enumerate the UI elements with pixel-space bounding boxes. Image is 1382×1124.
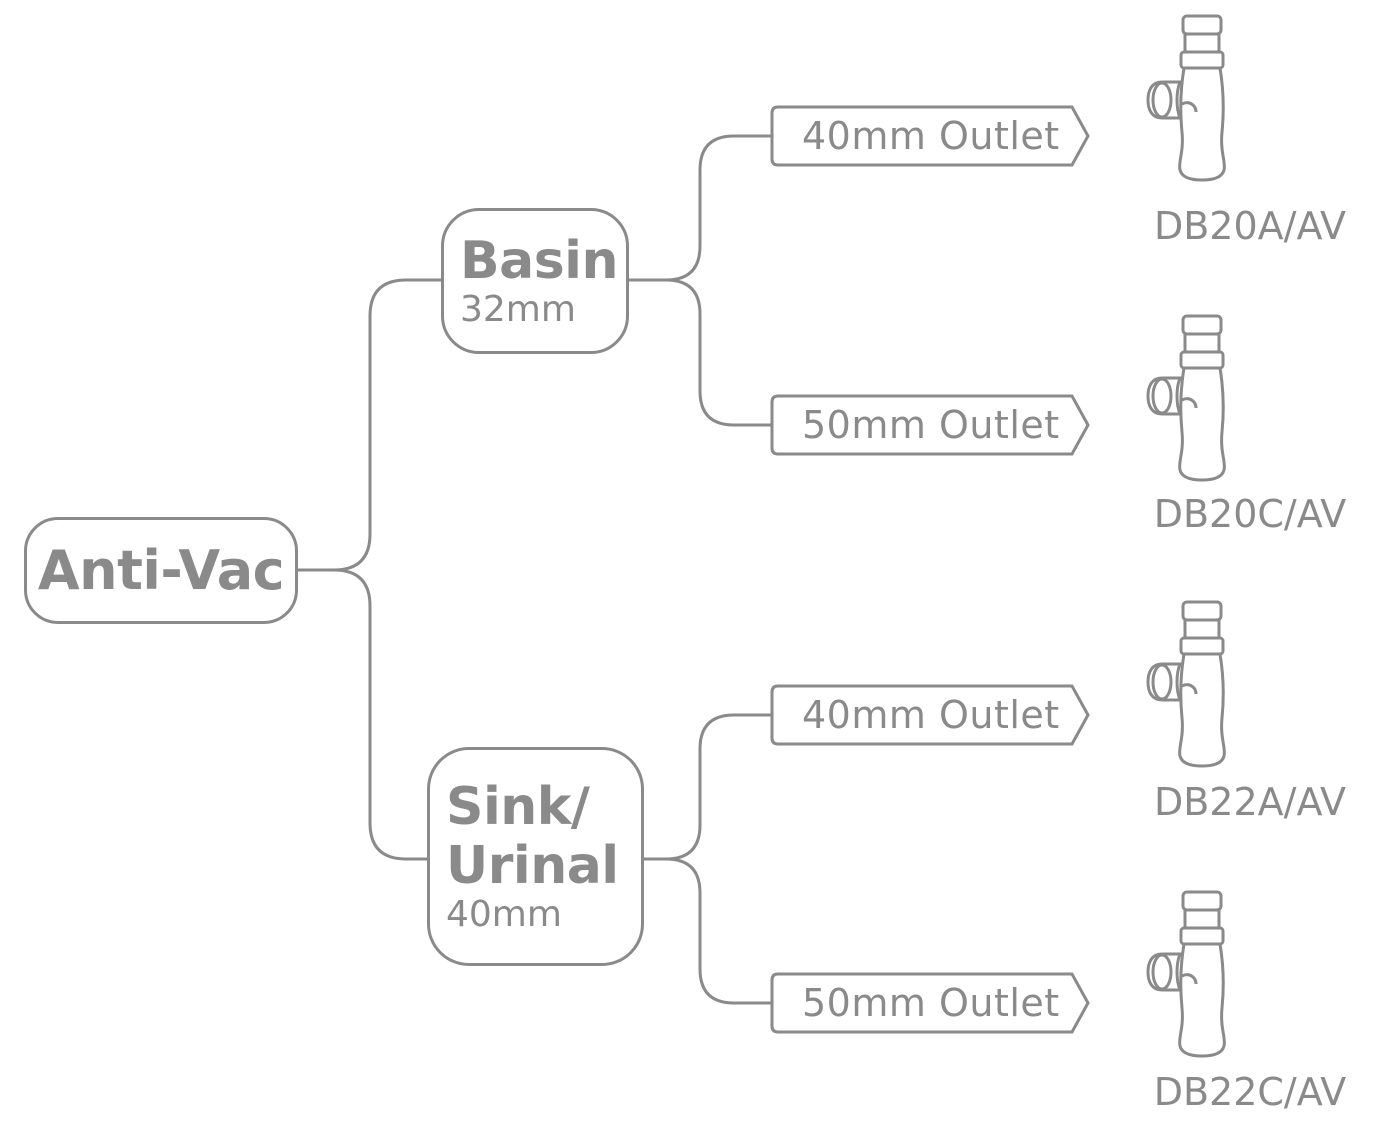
outlet-label: 40mm Outlet xyxy=(802,693,1060,737)
product-code: DB20A/AV xyxy=(1153,204,1347,248)
product-code: DB22A/AV xyxy=(1153,780,1347,824)
outlet-tag-shape xyxy=(770,972,1090,1034)
outlet-tag-shape xyxy=(770,394,1090,456)
connector-sink-outlet-50 xyxy=(644,857,772,1005)
product-code: DB20C/AV xyxy=(1153,492,1347,536)
outlet-tag-shape xyxy=(770,105,1090,167)
category-size: 40mm xyxy=(446,893,562,935)
connector-root-basin xyxy=(298,278,441,572)
category-size: 32mm xyxy=(460,289,576,331)
root-label: Anti-Vac xyxy=(37,539,285,602)
connector-basin-outlet-40 xyxy=(629,134,772,282)
category-title: Basin xyxy=(460,231,619,292)
category-node-sink-urinal: Sink/ Urinal 40mm xyxy=(427,747,644,966)
bottle-trap-icon xyxy=(1146,14,1226,182)
bottle-trap-icon xyxy=(1146,600,1226,768)
connector-basin-outlet-50 xyxy=(629,278,772,427)
product-code: DB22C/AV xyxy=(1153,1070,1347,1114)
category-title-line-1: Sink/ xyxy=(446,777,590,838)
connector-root-sink xyxy=(298,568,427,861)
outlet-label: 50mm Outlet xyxy=(802,981,1060,1025)
connector-sink-outlet-40 xyxy=(644,713,772,861)
bottle-trap-icon xyxy=(1146,890,1226,1058)
outlet-label: 40mm Outlet xyxy=(802,114,1060,158)
category-title-line-2: Urinal xyxy=(446,835,619,896)
outlet-tag-shape xyxy=(770,684,1090,746)
category-node-basin: Basin 32mm xyxy=(441,208,629,354)
bottle-trap-icon xyxy=(1146,314,1226,482)
root-node: Anti-Vac xyxy=(24,517,298,624)
outlet-label: 50mm Outlet xyxy=(802,403,1060,447)
